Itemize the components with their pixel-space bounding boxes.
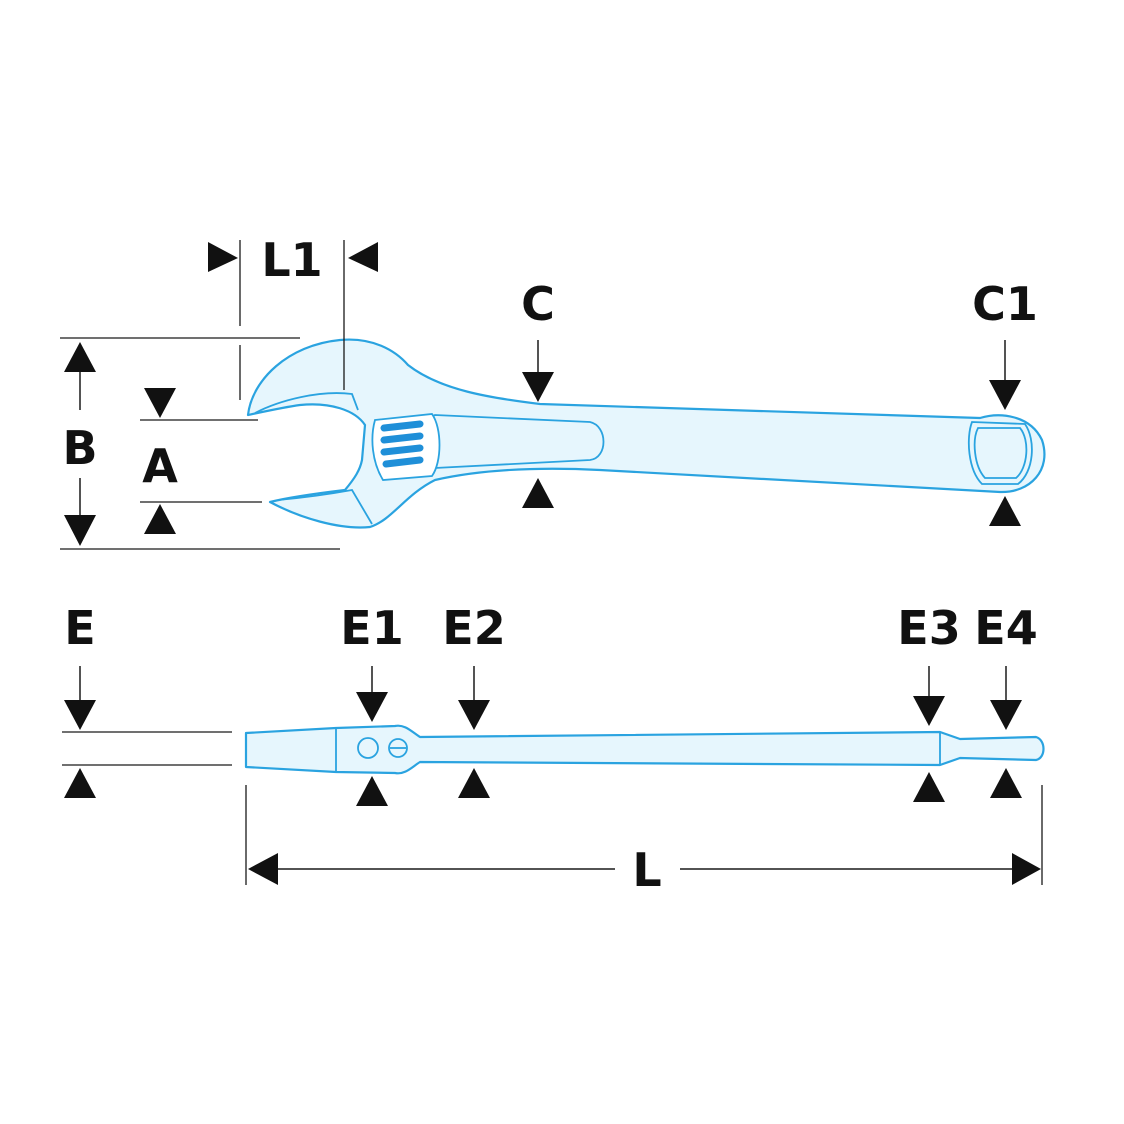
wrench-side-view xyxy=(244,724,1045,775)
wrench-top-view xyxy=(246,338,1046,529)
dimension-B: B xyxy=(60,337,340,550)
movable-jaw-edge xyxy=(277,489,373,525)
hang-hole-rim xyxy=(967,421,1033,485)
arrow-down-icon xyxy=(990,700,1022,730)
dimension-E1: E1 xyxy=(340,601,404,806)
arrow-up-icon xyxy=(458,768,490,798)
dimension-L1: L1 xyxy=(208,233,378,400)
arrow-down-icon xyxy=(989,380,1021,410)
arrow-up-icon xyxy=(64,342,96,372)
dimension-A: A xyxy=(140,388,262,534)
label-E: E xyxy=(64,601,95,655)
arrow-up-icon xyxy=(522,478,554,508)
arrow-down-icon xyxy=(458,700,490,730)
dimension-E3: E3 xyxy=(897,601,961,802)
hang-hole xyxy=(973,427,1028,479)
label-A: A xyxy=(142,439,178,493)
arrow-down-icon xyxy=(144,388,176,418)
arrow-left-icon xyxy=(248,853,278,885)
dimension-E: E xyxy=(62,601,232,798)
wrench-profile-outline xyxy=(244,724,1045,775)
label-L1: L1 xyxy=(261,233,322,287)
worm-gear-threads xyxy=(380,420,424,468)
label-E3: E3 xyxy=(897,601,960,655)
label-C: C xyxy=(521,277,555,331)
arrow-up-icon xyxy=(989,496,1021,526)
pivot-pin-side xyxy=(388,738,408,758)
dimension-C: C xyxy=(521,277,555,508)
arrow-left-icon xyxy=(348,242,378,272)
arrow-up-icon xyxy=(64,768,96,798)
arrow-down-icon xyxy=(356,692,388,722)
dimension-E4: E4 xyxy=(974,601,1038,798)
dimension-L: L xyxy=(245,785,1043,897)
label-L: L xyxy=(632,843,661,897)
worm-screw-side xyxy=(357,737,379,759)
label-E2: E2 xyxy=(442,601,505,655)
label-E1: E1 xyxy=(340,601,403,655)
arrow-down-icon xyxy=(522,372,554,402)
arrow-up-icon xyxy=(356,776,388,806)
wrench-body-outline xyxy=(246,338,1046,529)
label-C1: C1 xyxy=(972,277,1038,331)
arrow-up-icon xyxy=(913,772,945,802)
arrow-down-icon xyxy=(64,700,96,730)
arrow-down-icon xyxy=(64,515,96,546)
arrow-right-icon xyxy=(1012,853,1041,885)
label-E4: E4 xyxy=(974,601,1037,655)
arrow-up-icon xyxy=(990,768,1022,798)
arrow-down-icon xyxy=(913,696,945,726)
dimension-E2: E2 xyxy=(442,601,506,798)
arrow-right-icon xyxy=(208,242,238,272)
dimension-C1: C1 xyxy=(972,277,1038,526)
label-B: B xyxy=(62,421,97,475)
arrow-up-icon xyxy=(144,504,176,534)
fixed-jaw-edge xyxy=(254,392,359,414)
